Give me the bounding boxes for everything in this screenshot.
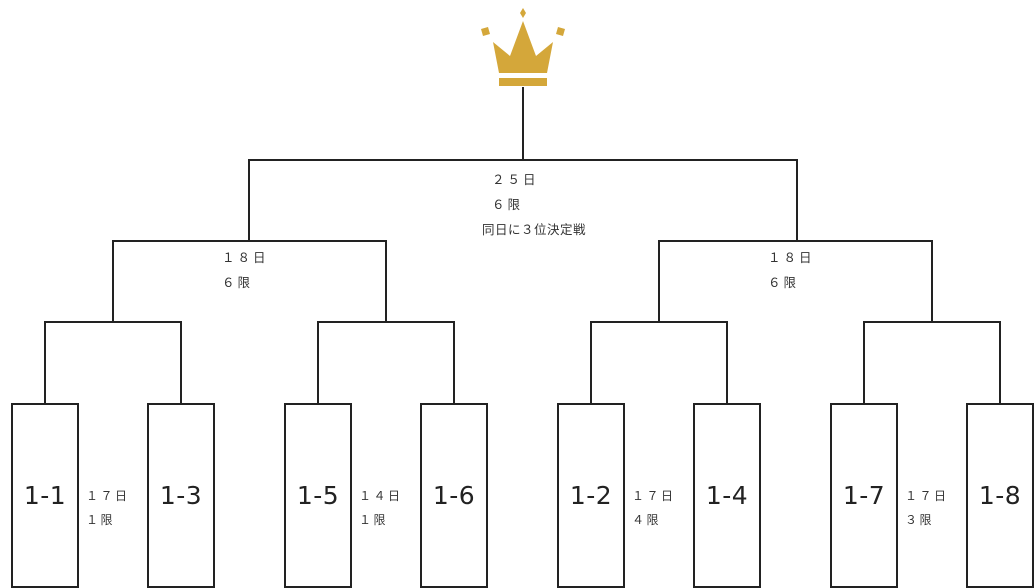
team-box-1-3: 1-3	[147, 403, 215, 588]
final-period: ６限	[492, 197, 524, 212]
semifinal-left-info: １８日 ６限	[222, 245, 269, 295]
team-label: 1-1	[23, 481, 67, 510]
match-3-day: １７日	[632, 489, 676, 503]
match-4-day: １７日	[905, 489, 949, 503]
semifinal-left-connector	[112, 240, 387, 323]
team-box-1-2: 1-2	[557, 403, 625, 588]
team-label: 1-2	[569, 481, 613, 510]
match-1-period: １限	[86, 513, 116, 527]
team-label: 1-3	[159, 481, 203, 510]
team-box-1-4: 1-4	[693, 403, 761, 588]
team-label: 1-7	[842, 481, 886, 510]
team-box-1-1: 1-1	[11, 403, 79, 588]
match-1-day: １７日	[86, 489, 130, 503]
match-2-info: １４日 １限	[359, 484, 403, 532]
team-box-1-7: 1-7	[830, 403, 898, 588]
match-3-info: １７日 ４限	[632, 484, 676, 532]
final-day: ２５日	[492, 172, 539, 187]
team-label: 1-6	[432, 481, 476, 510]
match-2-period: １限	[359, 513, 389, 527]
semifinal-left-day: １８日	[222, 250, 269, 265]
match-1-info: １７日 １限	[86, 484, 130, 532]
final-connector	[248, 159, 798, 242]
match-3-period: ４限	[632, 513, 662, 527]
semifinal-right-period: ６限	[768, 275, 800, 290]
match-2-connector	[317, 321, 455, 405]
team-box-1-6: 1-6	[420, 403, 488, 588]
crown-icon	[481, 8, 565, 86]
match-4-period: ３限	[905, 513, 935, 527]
team-box-1-8: 1-8	[966, 403, 1034, 588]
match-4-info: １７日 ３限	[905, 484, 949, 532]
match-2-day: １４日	[359, 489, 403, 503]
team-box-1-5: 1-5	[284, 403, 352, 588]
final-note: 同日に３位決定戦	[482, 222, 587, 237]
final-match-info: ２５日 ６限 同日に３位決定戦	[482, 167, 586, 242]
match-4-connector	[863, 321, 1001, 405]
team-label: 1-4	[705, 481, 749, 510]
semifinal-right-info: １８日 ６限	[768, 245, 815, 295]
semifinal-right-day: １８日	[768, 250, 815, 265]
match-1-connector	[44, 321, 182, 405]
team-label: 1-8	[978, 481, 1022, 510]
semifinal-right-connector	[658, 240, 933, 323]
semifinal-left-period: ６限	[222, 275, 254, 290]
match-3-connector	[590, 321, 728, 405]
team-label: 1-5	[296, 481, 340, 510]
